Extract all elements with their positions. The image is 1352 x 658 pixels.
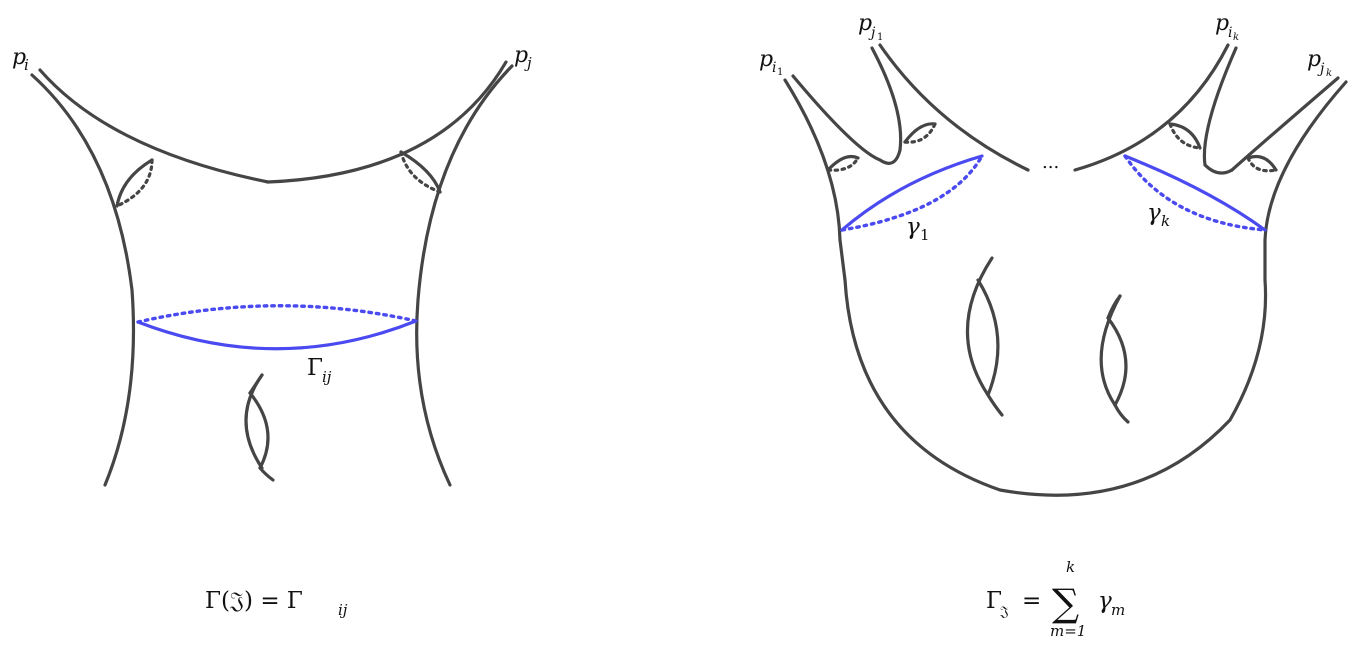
svg-text:j: j xyxy=(1317,61,1325,77)
caption-left: Γ(𝔍) = Γ ij xyxy=(205,588,348,619)
left-neck-front-right xyxy=(399,150,442,194)
svg-text:=: = xyxy=(1022,588,1041,614)
left-funnel-outer-right xyxy=(415,64,514,487)
right-funnel-i1-inner xyxy=(791,74,902,165)
left-handle-tail-bottom xyxy=(258,466,275,482)
svg-text:i: i xyxy=(24,56,29,74)
svg-text:p: p xyxy=(1307,47,1321,72)
label-p-i1: p i 1 xyxy=(759,47,783,78)
svg-text:k: k xyxy=(1161,212,1170,230)
right-funnel-j1-right xyxy=(878,43,1030,172)
svg-text:ij: ij xyxy=(338,601,348,619)
svg-text:γ: γ xyxy=(1147,200,1161,226)
label-p-j1: p j 1 xyxy=(858,11,883,43)
ellipsis: ... xyxy=(1042,152,1059,173)
cycle-gamma-1-front xyxy=(840,154,984,232)
label-gamma-ij: Γ ij xyxy=(307,355,332,386)
svg-text:k: k xyxy=(1326,68,1332,79)
svg-text:p: p xyxy=(759,47,773,72)
cycle-gamma-ij-front xyxy=(136,319,418,351)
label-p-jk: p j k xyxy=(1307,47,1332,79)
svg-text:i: i xyxy=(1228,25,1232,41)
right-funnel-jk-inner xyxy=(1230,76,1340,172)
svg-text:ij: ij xyxy=(322,368,332,386)
svg-text:γ: γ xyxy=(906,214,920,240)
right-funnel-ik-right xyxy=(1202,46,1238,175)
svg-text:p: p xyxy=(12,45,26,70)
svg-text:k: k xyxy=(1233,32,1239,43)
svg-text:k: k xyxy=(1066,558,1075,576)
label-p-ik: p i k xyxy=(1215,11,1239,43)
right-neck-back-j1 xyxy=(903,122,937,144)
caption-right: Γ 𝔍 = ∑ k m=1 γ m xyxy=(986,558,1125,640)
right-neck-front-ik xyxy=(1168,122,1202,150)
right-handle-1-tail xyxy=(986,393,1004,417)
cycle-gamma-1-back xyxy=(840,154,984,232)
cycle-gamma-k-back xyxy=(1123,154,1267,232)
svg-text:p: p xyxy=(1215,11,1229,36)
label-gamma-k: γ k xyxy=(1147,200,1170,230)
label-gamma-1: γ 1 xyxy=(906,214,930,244)
left-neck-front-left xyxy=(115,158,154,208)
right-body-bottom xyxy=(843,278,1268,497)
left-neck-back-right xyxy=(399,150,442,194)
left-funnel-inner-left xyxy=(38,68,270,184)
left-handle-tail-top xyxy=(248,373,264,395)
svg-text:m: m xyxy=(1111,601,1125,619)
right-neck-front-jk xyxy=(1246,154,1278,172)
right-handle-2-tail-top xyxy=(1106,294,1122,320)
svg-text:γ: γ xyxy=(1098,588,1112,614)
cycle-gamma-ij-back xyxy=(136,304,418,324)
right-neck-front-i1 xyxy=(826,154,860,172)
svg-text:i: i xyxy=(772,60,776,76)
right-neck-back-ik xyxy=(1168,122,1202,150)
svg-text:𝔍: 𝔍 xyxy=(999,604,1009,620)
right-surface xyxy=(783,43,1348,497)
svg-text:∑: ∑ xyxy=(1052,581,1079,625)
left-surface xyxy=(30,60,514,487)
label-p-j: p j xyxy=(514,43,532,72)
right-handle-1-outer xyxy=(965,256,994,397)
right-funnel-j1-left xyxy=(870,46,903,152)
label-p-i: p i xyxy=(12,45,29,74)
svg-text:p: p xyxy=(858,11,872,36)
right-neck-back-jk xyxy=(1246,156,1278,173)
right-neck-front-j1 xyxy=(903,122,937,144)
svg-text:Γ(𝔍) = Γ: Γ(𝔍) = Γ xyxy=(205,588,303,614)
svg-text:m=1: m=1 xyxy=(1050,622,1086,640)
right-funnel-i1-outer xyxy=(783,78,847,282)
svg-text:j: j xyxy=(868,25,876,41)
cycle-gamma-k-front xyxy=(1123,154,1267,232)
right-handle-2-inner xyxy=(1106,316,1128,407)
right-funnel-ik-left xyxy=(1073,43,1230,172)
right-handle-2-tail-bottom xyxy=(1113,403,1130,424)
svg-text:1: 1 xyxy=(877,32,883,43)
right-handle-1-inner xyxy=(976,278,1000,397)
svg-text:p: p xyxy=(514,43,528,68)
right-neck-back-i1 xyxy=(826,156,860,172)
left-neck-back-left xyxy=(115,158,154,208)
svg-text:1: 1 xyxy=(920,226,930,244)
left-funnel-inner-right xyxy=(266,60,508,184)
left-funnel-outer-left xyxy=(30,73,136,487)
svg-text:j: j xyxy=(524,54,532,72)
svg-text:Γ: Γ xyxy=(986,588,1002,614)
left-handle-inner xyxy=(248,391,270,470)
svg-text:Γ: Γ xyxy=(307,355,323,381)
right-funnel-jk-outer xyxy=(1263,80,1348,282)
svg-text:1: 1 xyxy=(777,67,783,78)
